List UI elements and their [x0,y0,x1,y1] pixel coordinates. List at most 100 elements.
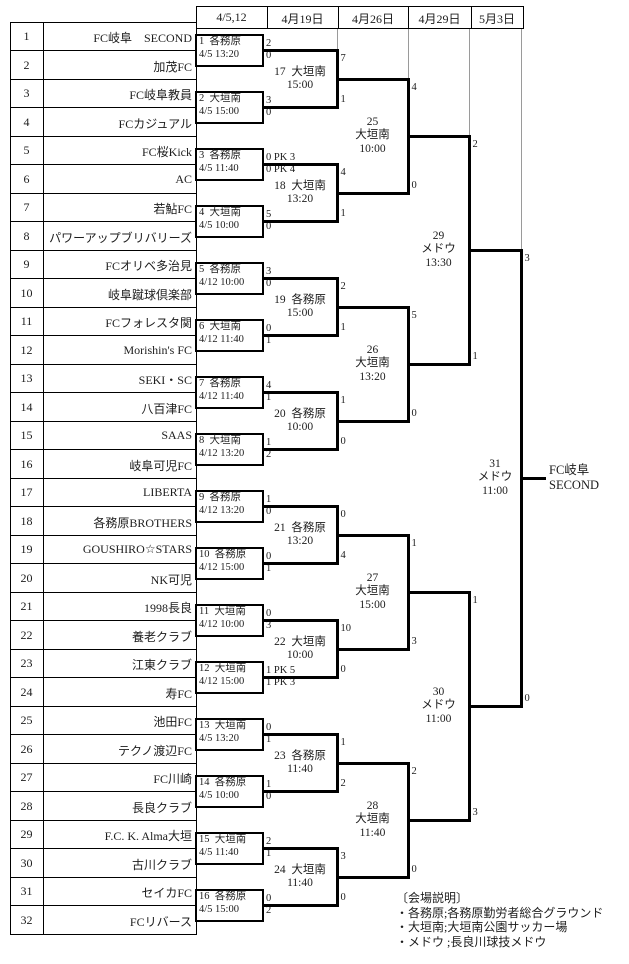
match-number-venue: 2 大垣南 [199,93,241,105]
match-label-line: 31 [489,457,501,470]
table-row-border [10,648,196,650]
table-col-border [42,21,44,935]
team-number: 12 [20,342,33,357]
match-score-bottom: 1 [266,848,272,860]
team-number: 13 [20,371,33,385]
team-number: 8 [23,228,30,243]
team-number: 32 [20,912,33,927]
match-label-line: メドウ [477,471,513,484]
match-score-top: 4 [340,167,346,178]
team-number: 28 [20,798,33,813]
match-datetime: 4/5 10:00 [199,219,239,231]
team-number: 29 [20,827,33,841]
match-label-line: 15:00 [286,79,314,91]
bracket-line [263,49,339,52]
match-score-bottom: 0 [266,50,272,62]
team-number: 11 [20,314,33,328]
table-row-border [10,78,196,80]
team-name: Morishin's FC [123,342,192,357]
match-datetime: 4/5 10:00 [199,789,239,801]
match-number-venue: 1 各務原 [199,36,241,48]
table-row-border [10,306,196,308]
team-name: 加茂FC [153,59,192,74]
table-row-border [10,249,196,251]
match-score-top: 1 [472,594,478,606]
team-number: 7 [23,200,30,214]
column-grid-line [520,28,522,250]
match-label-line: 10:00 [359,142,386,155]
match-number-venue: 3 各務原 [199,150,241,162]
match-score-top: 10 [340,623,352,634]
match-score-bottom: 2 [266,905,272,917]
team-number: 26 [20,741,33,756]
team-name: FCフォレスタ関 [105,316,192,330]
table-row-border [10,221,196,222]
match-datetime: 4/5 13:20 [199,48,239,60]
team-name: パワーアップブリバリーズ [49,230,192,245]
team-name: FC桜Kick [141,145,192,159]
team-number: 16 [20,456,33,471]
match-score-top: 1 [340,395,346,406]
team-name: AC [175,171,192,186]
match-score-bottom: 0 [524,692,530,704]
legend-item: ・大垣南;大垣南公園サッカー場 [396,920,568,935]
table-row-border [10,449,196,450]
match-label-line: 11:40 [287,763,313,775]
match-score-top: 2 [266,835,272,847]
legend-item: ・メドウ ;長良川球技メドウ [396,934,547,949]
legend-item: ・各務原;各務原勤労者総合グラウンド [396,905,604,920]
table-row-border [10,563,196,564]
match-score-top: 0 [266,721,272,733]
match-datetime: 4/12 15:00 [199,675,245,687]
match-number-venue: 16 各務原 [199,891,247,903]
team-number: 15 [20,428,33,442]
match-score-bottom: 3 [411,635,417,647]
header-cell-label: 4月29日 [418,12,461,26]
team-name: 養老クラブ [131,629,192,644]
match-score-bottom: 0 [266,278,272,290]
bracket-line [263,676,339,679]
team-name: セイカFC [141,886,192,900]
team-name: FC岐阜 SECOND [93,31,192,45]
match-datetime: 4/5 13:20 [199,732,239,744]
team-name: NK可児 [150,572,192,587]
match-score-bottom: 3 [266,620,272,632]
table-row-border [10,506,196,507]
match-score-top: 7 [340,53,346,64]
bracket-line [263,733,339,736]
team-number: 30 [20,855,33,870]
team-number: 6 [23,171,30,186]
match-score-bottom: 0 [340,664,346,675]
match-score-bottom: 0 [411,863,417,875]
team-name: SAAS [161,428,192,442]
table-col-border [9,21,11,935]
bracket-line [263,790,339,793]
match-score-top: 4 [266,379,272,391]
header-border [196,27,523,29]
table-row-border [10,848,196,849]
match-label-line: 27 [366,571,379,584]
match-score-bottom: 1 [472,350,478,362]
column-grid-line [468,28,470,136]
match-number-venue: 7 各務原 [199,378,241,390]
table-row-border [10,192,196,194]
bracket-line [263,904,339,907]
match-datetime: 4/5 11:40 [199,162,239,174]
match-label-line: 20 各務原 [274,408,326,420]
bracket-line [337,191,410,195]
match-number-venue: 6 大垣南 [199,321,241,333]
bracket-line [337,77,410,81]
match-score-bottom: 0 [411,407,417,419]
